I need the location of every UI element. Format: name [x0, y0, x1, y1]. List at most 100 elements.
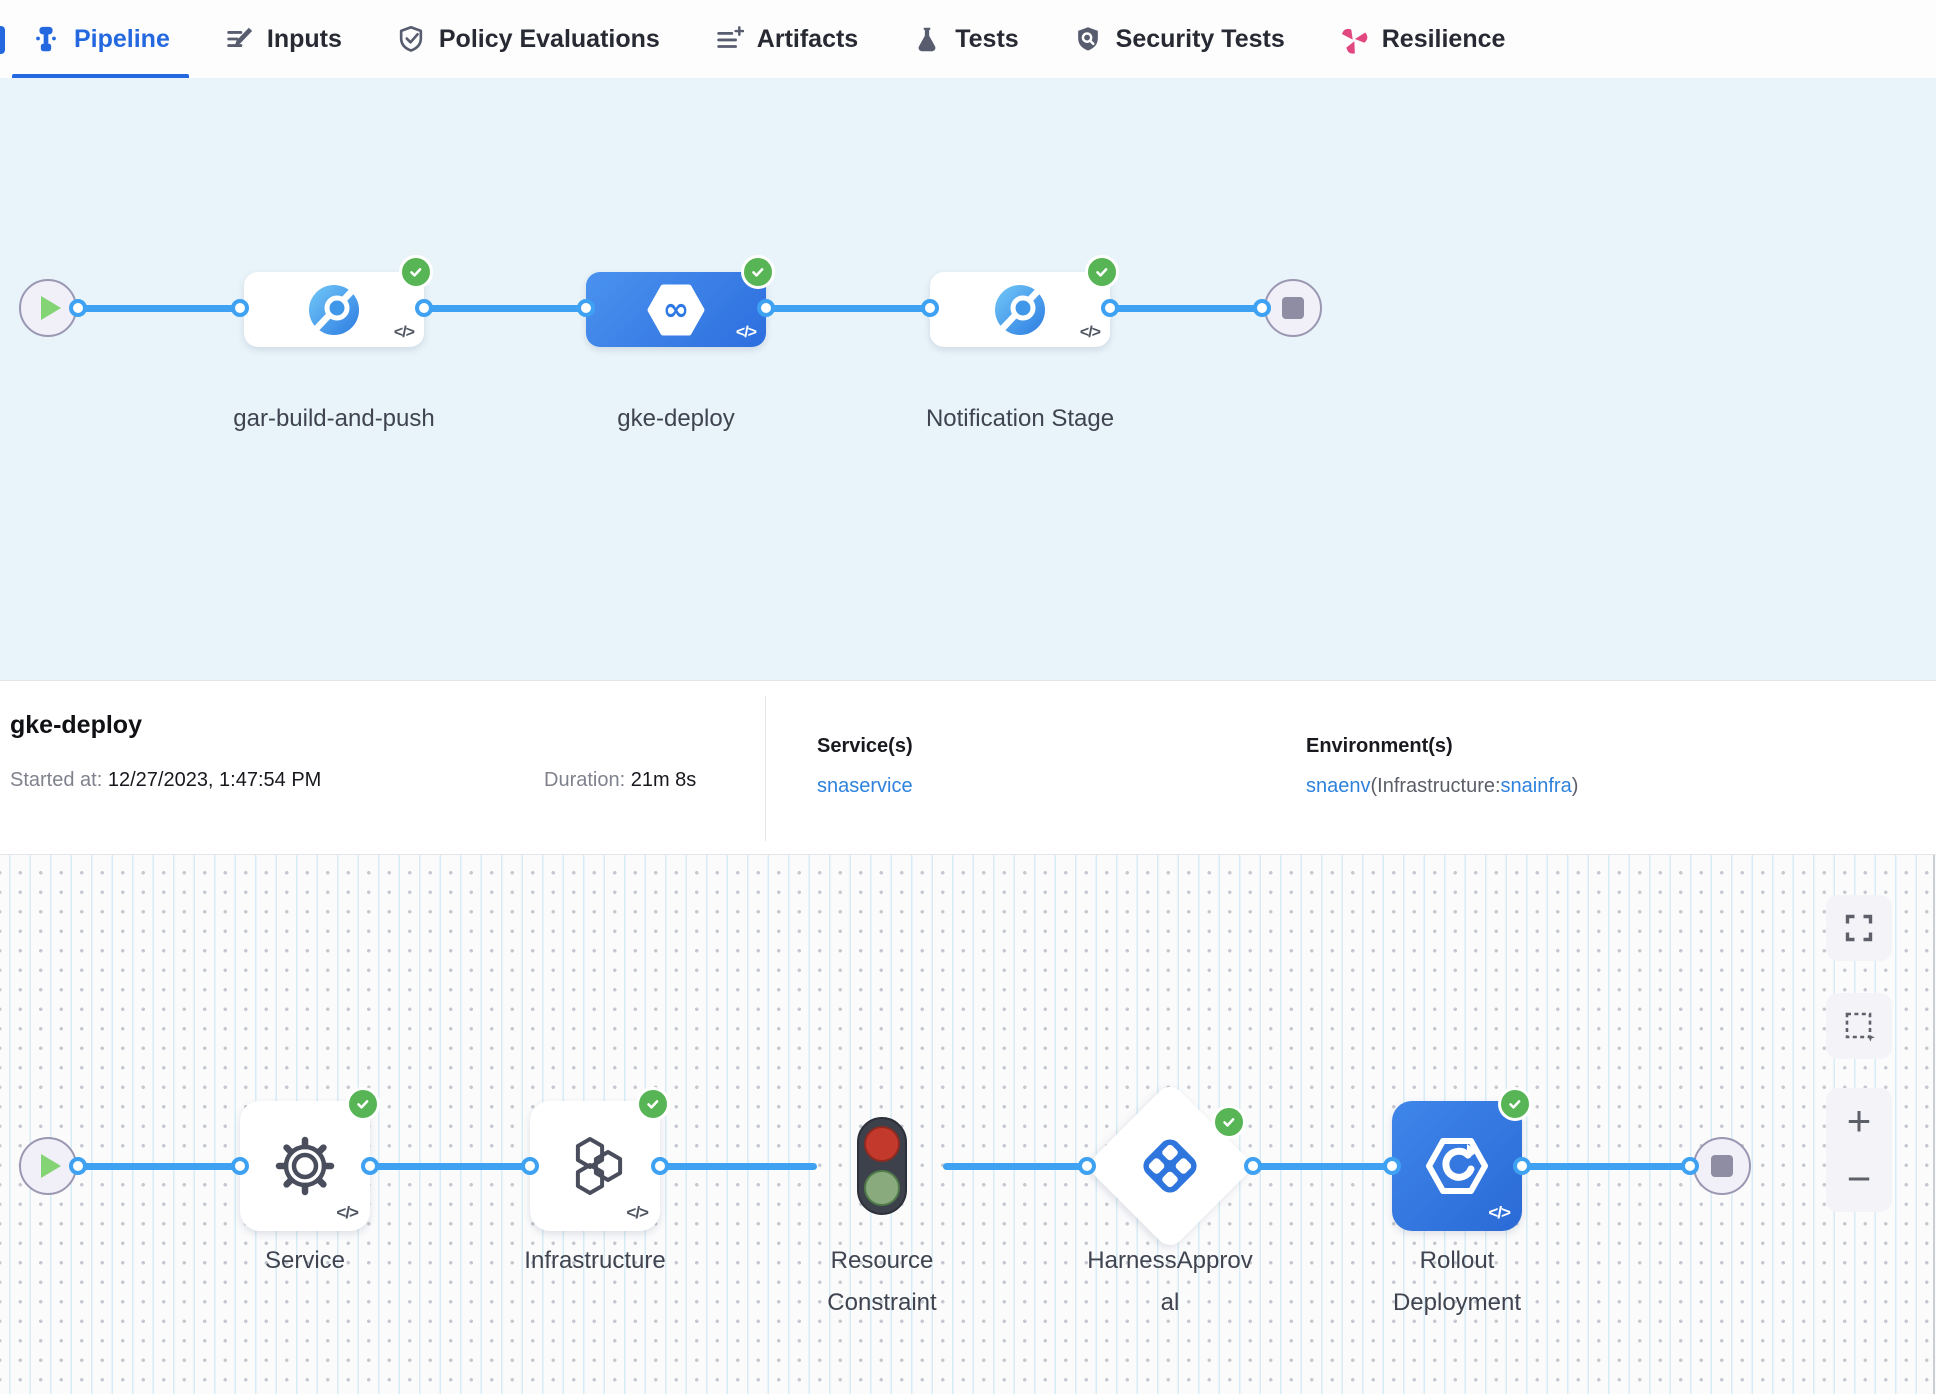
code-chip[interactable]: </> [1079, 324, 1101, 341]
resilience-icon [1341, 28, 1368, 54]
connector-line [943, 1163, 1087, 1170]
marquee-select-button[interactable] [1826, 993, 1892, 1059]
started-at-value: 12/27/2023, 1:47:54 PM [102, 769, 322, 791]
registry-search-icon [309, 284, 359, 335]
tab-label: Security Tests [1115, 24, 1285, 53]
stage-label[interactable]: Notification Stage [925, 405, 1115, 432]
service-link[interactable]: snaservice [817, 775, 913, 797]
stage-node-gke-deploy[interactable]: ∞ </> [586, 255, 775, 347]
connector-line [660, 1163, 817, 1170]
connector-dot [921, 299, 939, 317]
inputs-icon [227, 27, 252, 47]
connector-line [766, 305, 930, 312]
code-chip[interactable]: </> [735, 324, 757, 341]
stop-icon [1711, 1155, 1733, 1177]
stage-label[interactable]: gar-build-and-push [233, 405, 435, 432]
step-label[interactable]: Service [264, 1247, 346, 1274]
success-badge [1085, 255, 1119, 289]
step-label[interactable]: Rollout Deployment [1392, 1247, 1522, 1316]
infrastructure-suffix: ) [1571, 775, 1579, 797]
step-label[interactable]: Infrastructure [524, 1247, 666, 1274]
stage-graph: </> gar-build-and-push ∞ </> gke-deploy [0, 78, 1936, 680]
step-node-service[interactable]: </> [240, 1087, 380, 1231]
marquee-select-icon [1845, 1012, 1875, 1042]
connector-dot [651, 1157, 669, 1175]
harness-cd-icon: ∞ [647, 284, 705, 335]
stage-node-gar-build-and-push[interactable]: </> [244, 255, 433, 347]
scrollbar-track[interactable] [1933, 855, 1935, 1394]
code-chip[interactable]: </> [393, 324, 415, 341]
tab-label: Pipeline [74, 24, 170, 53]
success-badge [741, 255, 775, 289]
code-chip[interactable]: </> [1488, 1203, 1511, 1222]
tab-label: Tests [955, 24, 1019, 53]
started-at-label: Started at: [10, 769, 103, 791]
check-icon [410, 268, 422, 277]
step-node-rollout-deployment[interactable]: </> [1392, 1087, 1532, 1231]
step-label[interactable]: HarnessApproval [1087, 1247, 1253, 1316]
red-light-icon [864, 1126, 900, 1163]
execution-summary-bar: gke-deploy Started at: 12/27/2023, 1:47:… [0, 680, 1936, 855]
success-badge [1212, 1105, 1246, 1139]
tab-pipeline[interactable]: Pipeline [4, 0, 197, 78]
connector-dot [361, 1157, 379, 1175]
check-icon [647, 1100, 659, 1109]
connector-dot [521, 1157, 539, 1175]
play-icon [41, 1154, 61, 1178]
tab-resilience[interactable]: Resilience [1312, 0, 1533, 78]
connector-dot [69, 299, 87, 317]
nav-edge-accent [0, 26, 5, 54]
success-badge [1498, 1087, 1532, 1121]
tab-label: Artifacts [756, 24, 859, 53]
success-badge [346, 1087, 380, 1121]
registry-search-icon [995, 284, 1045, 335]
play-icon [41, 296, 61, 320]
tab-artifacts[interactable]: Artifacts [687, 0, 885, 78]
code-chip[interactable]: </> [626, 1203, 649, 1222]
success-badge [636, 1087, 670, 1121]
connector-line [1522, 1163, 1690, 1170]
zoom-out-button[interactable]: − [1846, 1155, 1872, 1202]
approval-diamond-icon [1143, 1139, 1197, 1193]
check-icon [357, 1100, 369, 1109]
connector-line [370, 1163, 530, 1170]
connector-dot [415, 299, 433, 317]
zoom-in-button[interactable]: + [1846, 1097, 1872, 1144]
gear-icon [275, 1136, 335, 1196]
fullscreen-button[interactable] [1826, 895, 1892, 961]
step-node-infrastructure[interactable]: </> [530, 1087, 670, 1231]
stage-label[interactable]: gke-deploy [617, 405, 735, 432]
flask-icon [918, 27, 936, 52]
connector-dot [1513, 1157, 1531, 1175]
execution-start-node [19, 1137, 77, 1195]
connector-line [1253, 1163, 1392, 1170]
tab-security-tests[interactable]: Security Tests [1046, 0, 1312, 78]
check-icon [1096, 268, 1108, 277]
infrastructure-link[interactable]: snainfra [1500, 775, 1572, 797]
rollout-icon [1426, 1138, 1488, 1194]
stage-node-notification-stage[interactable]: </> [930, 255, 1119, 347]
step-label[interactable]: Resource Constraint [827, 1247, 937, 1316]
duration-value: 21m 8s [630, 769, 697, 791]
security-shield-icon [1077, 27, 1098, 51]
environment-link[interactable]: snaenv [1306, 775, 1371, 797]
step-node-resource-constraint[interactable] [857, 1117, 907, 1215]
connector-dot [757, 299, 775, 317]
check-icon [1223, 1118, 1235, 1127]
connector-line [424, 305, 586, 312]
code-chip[interactable]: </> [336, 1203, 359, 1222]
step-graph-canvas[interactable]: </> Service </> Infrastructure R [0, 855, 1936, 1394]
tab-inputs[interactable]: Inputs [197, 0, 369, 78]
connector-dot [1253, 299, 1271, 317]
zoom-controls: + − [1826, 1088, 1892, 1212]
tab-policy-evaluations[interactable]: Policy Evaluations [369, 0, 687, 78]
execution-end-node [1693, 1137, 1751, 1195]
connector-line [1110, 305, 1264, 312]
fullscreen-icon [1845, 914, 1873, 942]
tab-tests[interactable]: Tests [885, 0, 1045, 78]
environments-label: Environment(s) [1306, 735, 1453, 757]
stop-icon [1282, 297, 1304, 319]
policy-shield-icon [399, 25, 423, 52]
hexagons-icon [575, 1137, 623, 1195]
service-link-row: snaservice [817, 775, 913, 798]
